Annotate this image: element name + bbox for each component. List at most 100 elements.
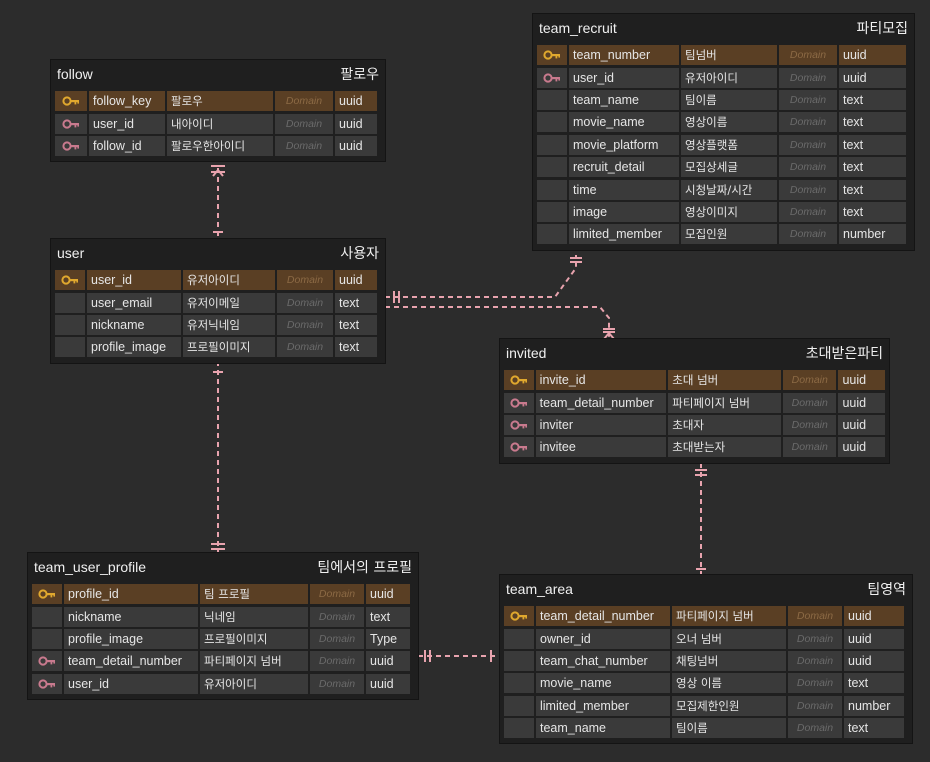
- field-domain: Domain: [779, 224, 837, 245]
- field-type: number: [839, 224, 906, 245]
- key-cell: [537, 112, 567, 133]
- foreign-key-icon: [55, 113, 87, 134]
- field-type: Type: [366, 628, 410, 649]
- field-type: text: [839, 201, 906, 222]
- field-label: 영상이미지: [681, 201, 777, 222]
- field-label: 모집제한인원: [672, 695, 786, 716]
- field-label: 팀이름: [681, 89, 777, 110]
- foreign-key-icon: [32, 673, 62, 694]
- field-domain: Domain: [788, 718, 842, 739]
- one-marker: [393, 291, 400, 303]
- table-label: 팀에서의 프로필: [317, 560, 412, 576]
- field-name: user_id: [569, 67, 679, 88]
- table-header[interactable]: team_user_profile 팀에서의 프로필: [28, 553, 418, 581]
- foreign-key-icon: [537, 67, 567, 88]
- field-domain: Domain: [779, 89, 837, 110]
- field-label: 유저이메일: [183, 292, 275, 313]
- table-name: team_user_profile: [34, 559, 147, 575]
- field-label: 초대 넘버: [668, 370, 782, 391]
- field-label: 파티페이지 넘버: [200, 651, 308, 672]
- field-domain: Domain: [779, 45, 837, 66]
- field-domain: Domain: [277, 292, 333, 313]
- key-cell: [504, 673, 534, 694]
- field-domain: Domain: [310, 651, 364, 672]
- relation-user-invited: [385, 306, 610, 339]
- field-label: 팀 프로필: [200, 584, 308, 605]
- table-label: 초대받은파티: [805, 346, 883, 362]
- key-cell: [504, 718, 534, 739]
- key-cell: [537, 89, 567, 110]
- field-domain: Domain: [788, 650, 842, 671]
- field-type: uuid: [838, 437, 885, 458]
- field-name: owner_id: [536, 628, 670, 649]
- table-header[interactable]: team_area 팀영역: [500, 575, 912, 603]
- field-label: 팀넘버: [681, 45, 777, 66]
- field-domain: Domain: [310, 628, 364, 649]
- field-label: 영상 이름: [672, 673, 786, 694]
- field-type: text: [844, 673, 904, 694]
- field-type: uuid: [844, 606, 904, 627]
- field-label: 유저아이디: [200, 673, 308, 694]
- field-label: 영상플랫폼: [681, 134, 777, 155]
- field-name: movie_name: [569, 112, 679, 133]
- table-name: team_area: [506, 581, 573, 597]
- field-type: uuid: [335, 113, 377, 134]
- key-cell: [537, 157, 567, 178]
- table-label: 팀영역: [867, 582, 906, 598]
- field-domain: Domain: [277, 270, 333, 291]
- key-cell: [504, 650, 534, 671]
- field-type: text: [839, 112, 906, 133]
- field-domain: Domain: [788, 628, 842, 649]
- one-marker: [570, 257, 582, 263]
- field-label: 영상이름: [681, 112, 777, 133]
- field-name: team_number: [569, 45, 679, 66]
- field-type: text: [335, 337, 377, 358]
- field-type: text: [839, 134, 906, 155]
- field-domain: Domain: [783, 392, 837, 413]
- field-type: text: [335, 292, 377, 313]
- field-label: 팔로우: [167, 91, 273, 112]
- key-cell: [55, 314, 85, 335]
